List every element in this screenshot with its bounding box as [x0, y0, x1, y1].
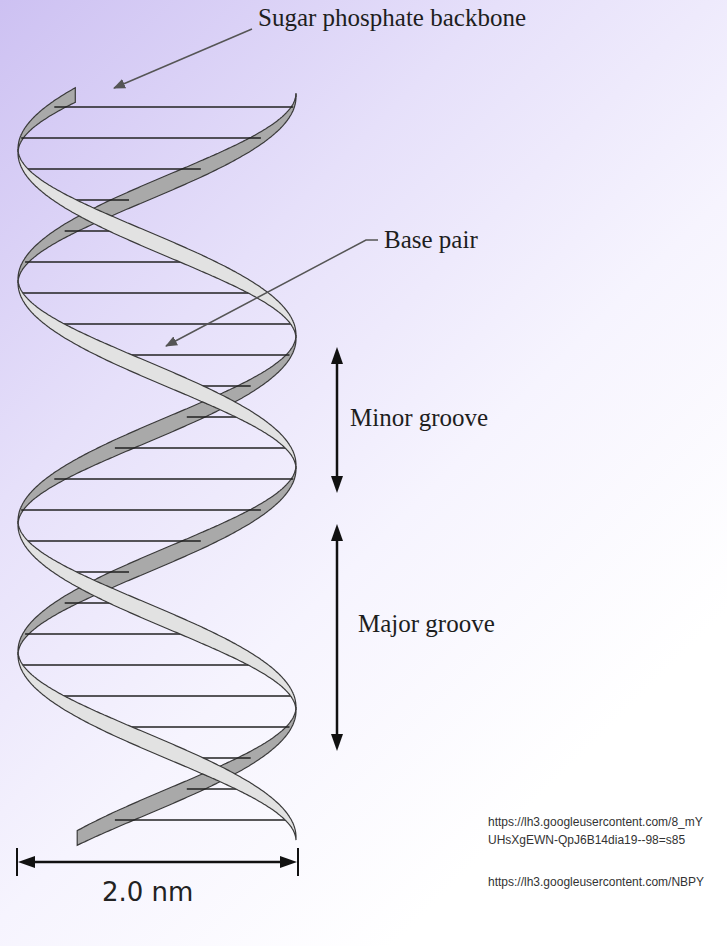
base-pair-line [21, 664, 260, 665]
base-pair-line [53, 323, 293, 324]
groove-arrow [331, 524, 343, 751]
base-pair-line [115, 447, 289, 448]
base-pair-line [54, 106, 293, 107]
source-url: https://lh3.googleusercontent.com/NBPY [488, 876, 704, 890]
backbone-ribbon [18, 88, 75, 152]
backbone-ribbon [18, 521, 296, 710]
backbone-ribbon [18, 280, 296, 469]
base-pair-line [21, 509, 261, 510]
backbone-ribbon [295, 93, 296, 97]
source-url: https://lh3.googleusercontent.com/8_mY [488, 816, 703, 830]
part-label: Base pair [384, 226, 478, 255]
part-label: Minor groove [350, 404, 488, 433]
base-pair-line [21, 137, 261, 138]
groove-arrow [331, 347, 343, 493]
base-pair-line [54, 478, 293, 479]
part-label: Major groove [358, 610, 495, 639]
backbone-ribbon [18, 466, 296, 655]
base-pair-line [115, 819, 289, 820]
base-pair-line [53, 695, 293, 696]
base-pairs [21, 107, 293, 820]
backbone-ribbon [18, 94, 296, 283]
base-pair-line [25, 261, 199, 262]
backbone-ribbon [18, 652, 296, 840]
dimension-arrow [17, 848, 298, 876]
source-url: UHsXgEWN-QpJ6B14dia19--98=s85 [488, 834, 685, 848]
base-pair-line [25, 633, 199, 634]
front-strand [18, 93, 296, 840]
dimension-label: 2.0 nm [102, 878, 193, 908]
base-pair-line [25, 168, 201, 169]
leader-line [114, 29, 252, 88]
part-label: Sugar phosphate backbone [258, 4, 526, 33]
leader-line [166, 240, 378, 346]
backbone-ribbon [18, 335, 296, 524]
base-pair-line [113, 726, 289, 727]
base-pair-line [21, 292, 260, 293]
backbone-ribbon [18, 149, 296, 338]
base-pair-line [113, 354, 289, 355]
back-strand [18, 88, 296, 846]
base-pair-line [25, 540, 201, 541]
